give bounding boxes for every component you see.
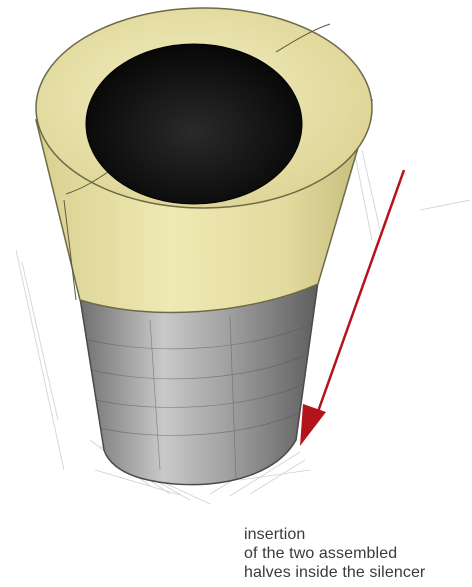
caption-line: halves inside the silencer bbox=[244, 563, 472, 582]
metal-shell bbox=[80, 282, 318, 485]
inner-bore bbox=[86, 44, 302, 204]
caption-line: insertion bbox=[244, 525, 472, 544]
caption-line: of the two assembled bbox=[244, 544, 472, 563]
caption: insertion of the two assembled halves in… bbox=[244, 525, 472, 582]
